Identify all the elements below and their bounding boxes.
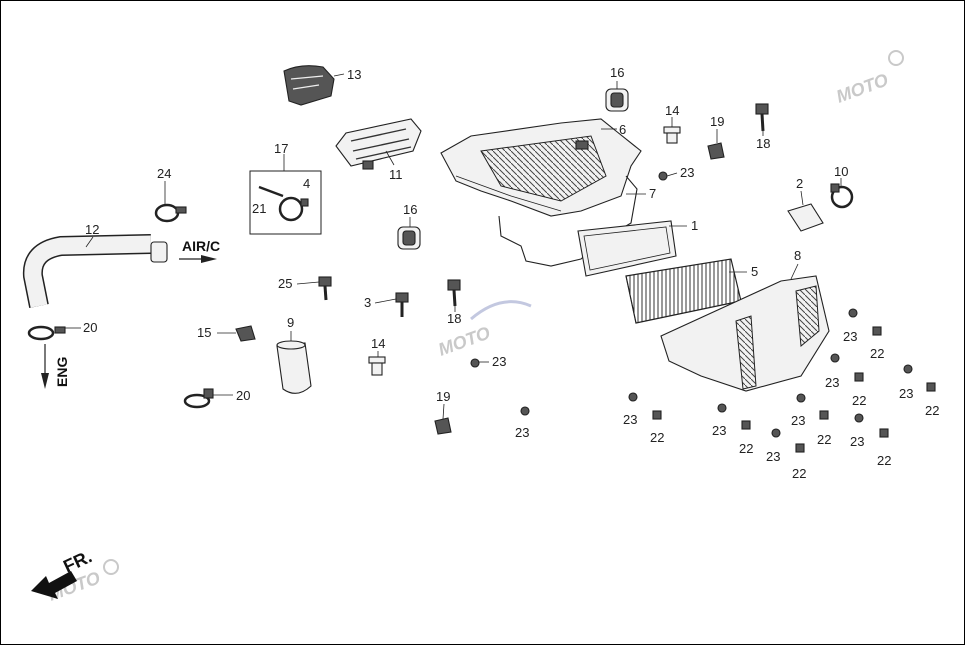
watermark-top-right: MOTO (834, 70, 891, 107)
callout-18: 18 (447, 311, 461, 326)
part-14-collar-middle (368, 356, 386, 376)
callout-15: 15 (197, 325, 211, 340)
callout-20: 20 (83, 320, 97, 335)
callout-22: 22 (925, 403, 939, 418)
callout-9: 9 (287, 315, 294, 330)
callout-22: 22 (817, 432, 831, 447)
part-16-grommet-middle (397, 226, 421, 250)
callout-16: 16 (610, 65, 624, 80)
callout-24: 24 (157, 166, 171, 181)
callout-16: 16 (403, 202, 417, 217)
callout-22: 22 (792, 466, 806, 481)
part-1-seal-plate (577, 220, 677, 277)
leader-lines (65, 73, 842, 420)
callout-22: 22 (852, 393, 866, 408)
part-20-clamp-center (183, 388, 214, 409)
callout-23: 23 (492, 354, 506, 369)
part-20-clamp-left (27, 325, 66, 341)
part-25-bolt (318, 276, 332, 301)
part-8-lower-case (660, 275, 830, 392)
part-22-screws (652, 326, 936, 453)
air-cleaner-label: AIR/C (182, 238, 220, 254)
callout-23: 23 (712, 423, 726, 438)
part-12-breather-hose (22, 234, 168, 308)
part-10-clamp (830, 183, 854, 209)
callout-23: 23 (843, 329, 857, 344)
callout-19: 19 (436, 389, 450, 404)
part-14-collar-top (663, 126, 681, 144)
callout-labels: 13 16 6 14 19 18 17 21 4 24 11 23 7 10 2… (83, 65, 939, 481)
part-16-grommet-top (605, 88, 629, 112)
watermark-center: MOTO (436, 323, 493, 360)
part-24-clamp (154, 203, 187, 223)
part-9-drain-tube (276, 340, 312, 394)
callout-8: 8 (794, 248, 801, 263)
part-13-duct-cover (283, 65, 335, 106)
callout-14: 14 (665, 103, 679, 118)
callout-23: 23 (515, 425, 529, 440)
callout-5: 5 (751, 264, 758, 279)
callout-4: 4 (303, 176, 310, 191)
callout-22: 22 (650, 430, 664, 445)
callout-22: 22 (870, 346, 884, 361)
callout-19: 19 (710, 114, 724, 129)
callout-23: 23 (899, 386, 913, 401)
part-19-clip-top (707, 142, 725, 160)
part-7-gasket (498, 175, 638, 267)
callout-17: 17 (274, 141, 288, 156)
part-19-clip-bottom (434, 417, 452, 435)
callout-23: 23 (680, 165, 694, 180)
part-6-air-cleaner-case (440, 118, 642, 217)
callout-13: 13 (347, 67, 361, 82)
part-18-bolt-top (755, 103, 769, 132)
engine-label: ENG (54, 357, 70, 387)
callout-20: 20 (236, 388, 250, 403)
callout-11: 11 (389, 167, 403, 182)
callout-22: 22 (739, 441, 753, 456)
callout-10: 10 (834, 164, 848, 179)
callout-2: 2 (796, 176, 803, 191)
engine-arrow: ENG (41, 344, 70, 389)
part-18-bolt-middle (447, 279, 461, 307)
callout-12: 12 (85, 222, 99, 237)
callout-23: 23 (766, 449, 780, 464)
air-cleaner-arrow: AIR/C (179, 238, 220, 263)
callout-6: 6 (619, 122, 626, 137)
callout-7: 7 (649, 186, 656, 201)
part-11-intake-duct (335, 118, 422, 170)
callout-14: 14 (371, 336, 385, 351)
callout-25: 25 (278, 276, 292, 291)
callout-3: 3 (364, 295, 371, 310)
callout-21: 21 (252, 201, 266, 216)
callout-23: 23 (825, 375, 839, 390)
callout-23: 23 (791, 413, 805, 428)
part-3-bolt (395, 292, 409, 317)
callout-23: 23 (623, 412, 637, 427)
callout-18: 18 (756, 136, 770, 151)
callout-1: 1 (691, 218, 698, 233)
part-17-clamp-kit (249, 170, 322, 235)
part-15-clip (235, 325, 256, 342)
callout-22: 22 (877, 453, 891, 468)
part-2-cap (787, 203, 824, 232)
callout-23: 23 (850, 434, 864, 449)
